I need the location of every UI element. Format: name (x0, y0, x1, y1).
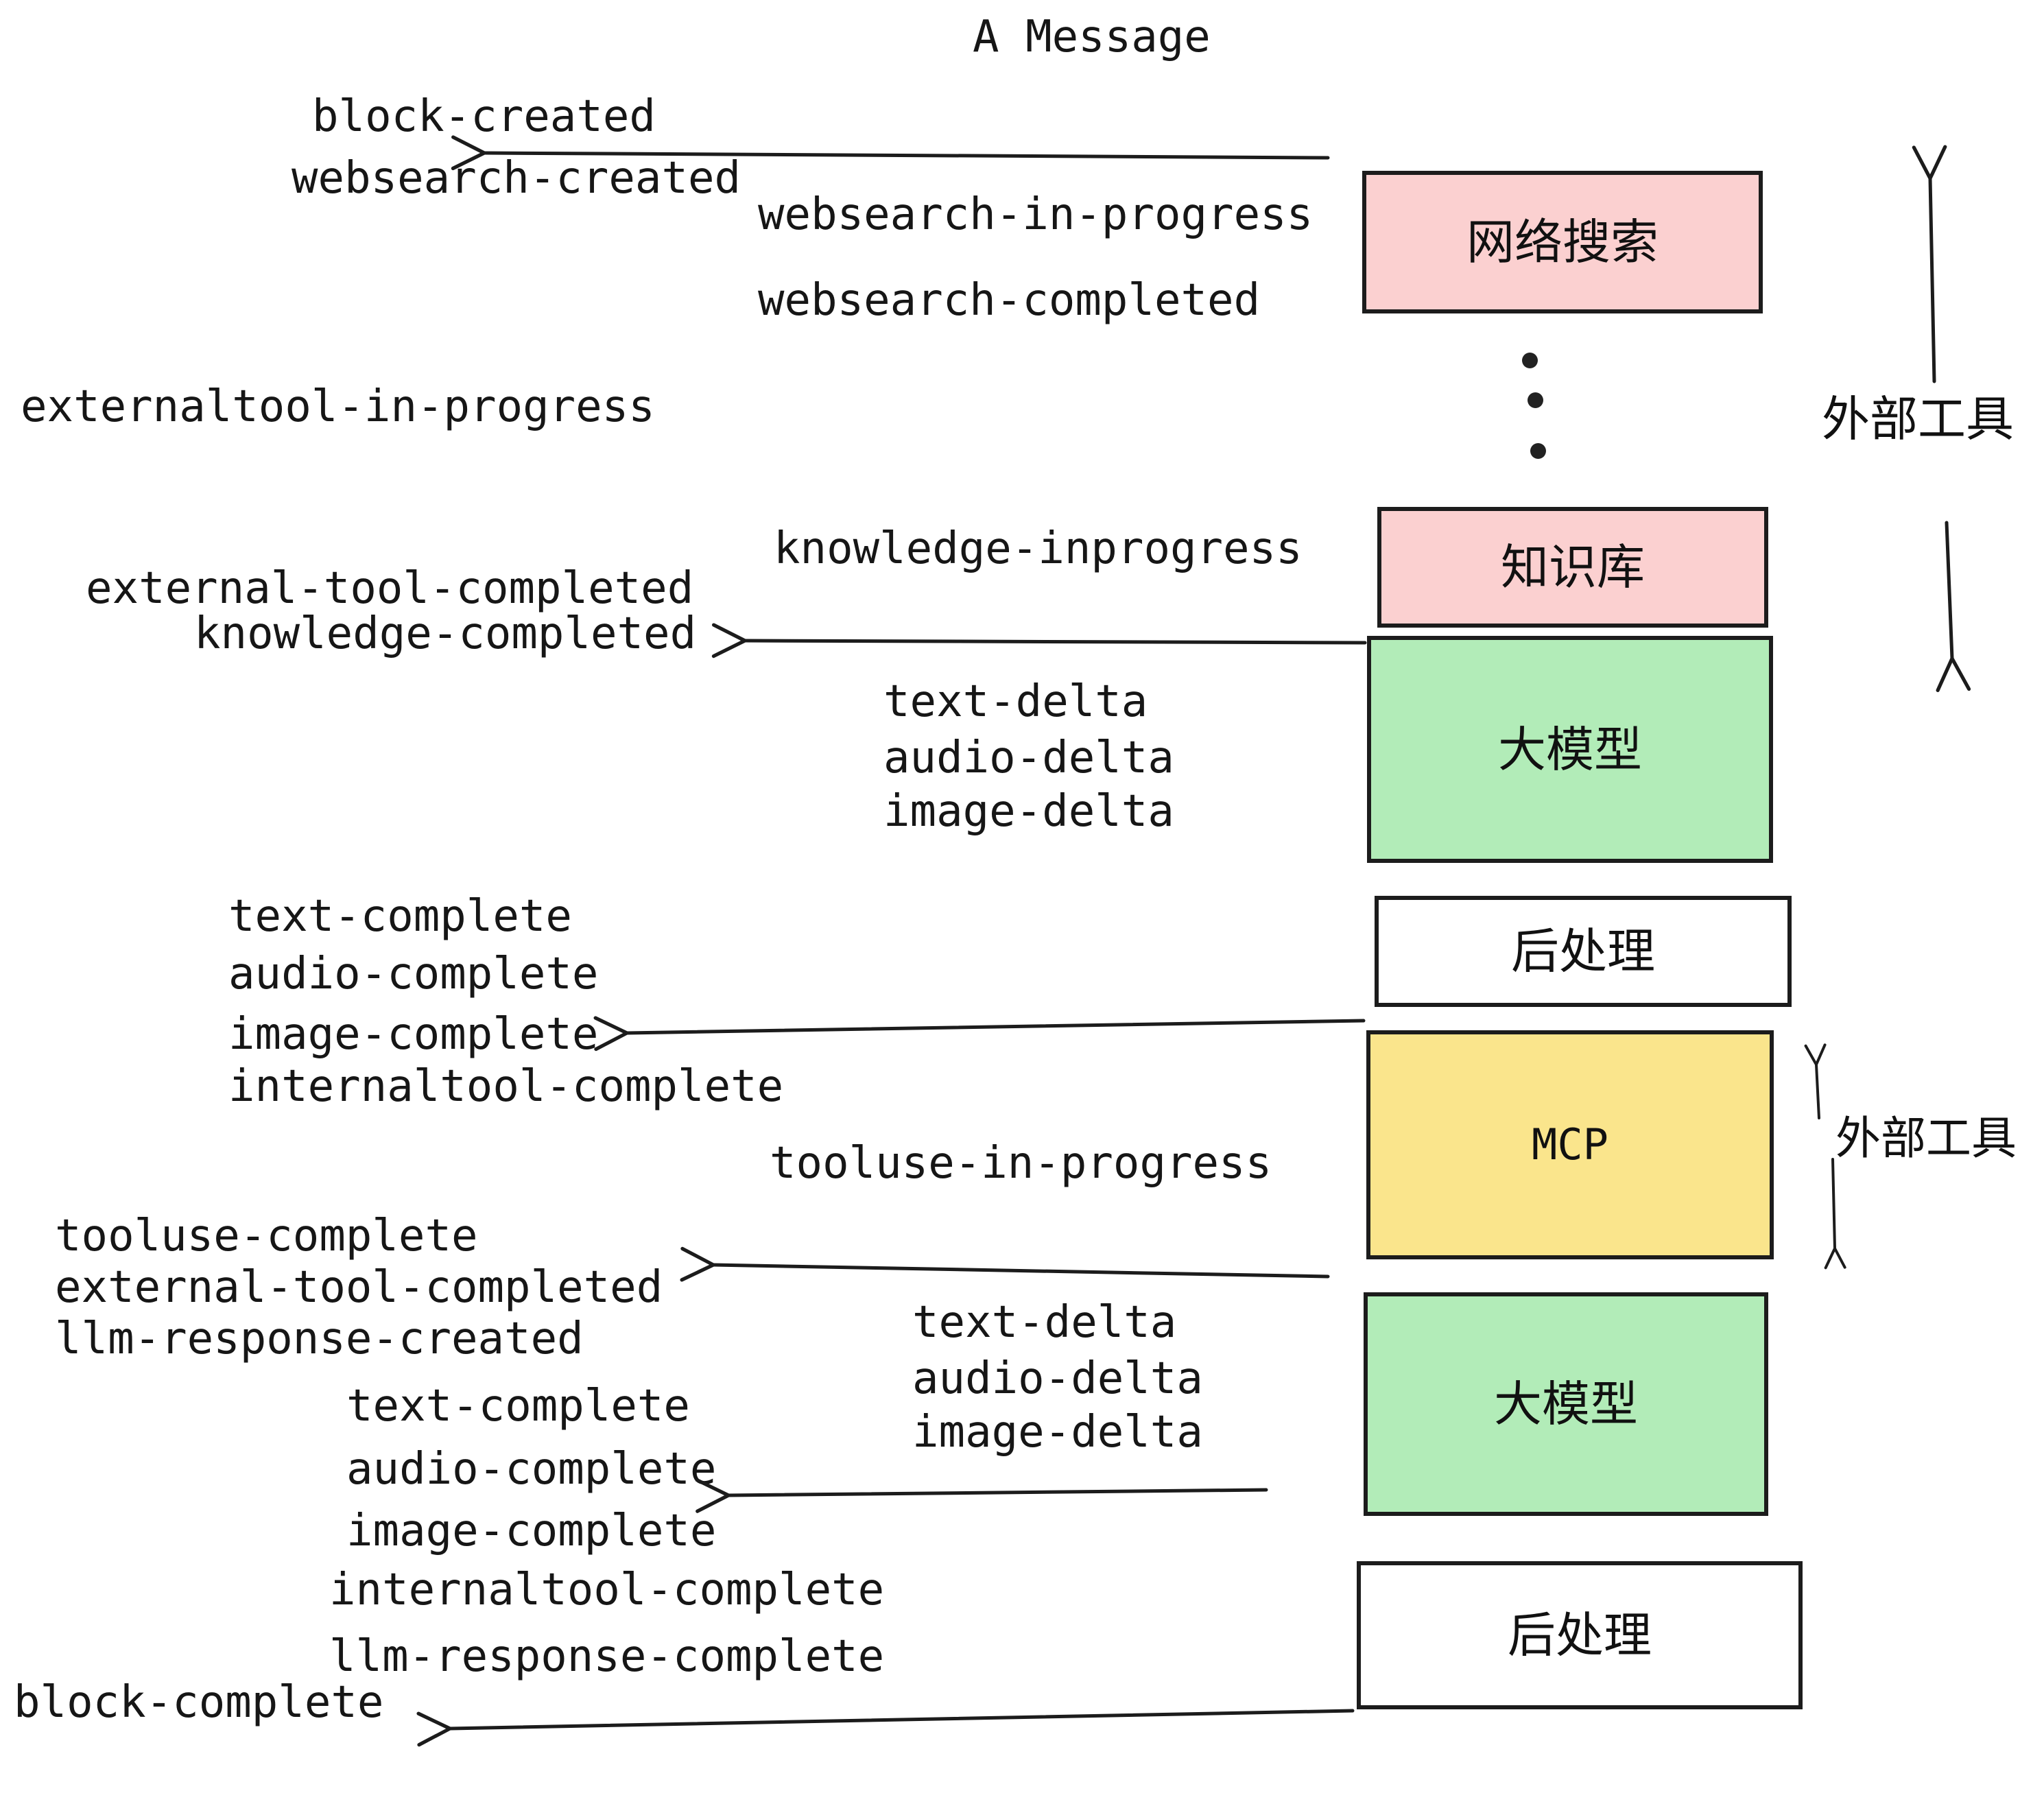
arrow-to-audio-complete (695, 1478, 1268, 1513)
event-websearch-created: websearch-created (292, 153, 741, 204)
event-image-complete-2: image-complete (346, 1506, 717, 1556)
event-internaltool-complete-1: internaltool-complete (228, 1061, 784, 1112)
event-text-delta-1: text-delta (883, 676, 1148, 727)
event-websearch-completed: websearch-completed (758, 275, 1261, 326)
box-mcp-label: MCP (1532, 1119, 1608, 1170)
event-block-complete: block-complete (14, 1677, 384, 1728)
box-websearch: 网络搜索 (1362, 171, 1763, 313)
ellipsis-dot (1528, 392, 1543, 408)
event-audio-complete-1: audio-complete (228, 949, 599, 999)
event-tooluse-in-progress: tooluse-in-progress (770, 1138, 1272, 1189)
event-external-tool-completed-2: external-tool-completed (55, 1262, 663, 1313)
box-knowledge: 知识库 (1377, 507, 1768, 628)
external-tools-arrow-down (1936, 521, 1971, 692)
event-llm-response-created: llm-response-created (55, 1314, 584, 1364)
arrow-to-knowledge-completed (711, 623, 1367, 658)
event-externaltool-in-progress: externaltool-in-progress (21, 381, 655, 432)
external-tools-arrow-up (1912, 145, 1947, 383)
event-block-created: block-created (312, 91, 656, 142)
mcp-external-tools-arrow-down (1824, 1158, 1846, 1270)
event-external-tool-completed-1: external-tool-completed (86, 563, 694, 614)
box-knowledge-label: 知识库 (1501, 541, 1645, 594)
arrow-to-image-complete (593, 1016, 1366, 1052)
event-audio-delta-1: audio-delta (883, 733, 1174, 783)
event-text-complete-1: text-complete (228, 891, 572, 942)
box-postprocess-1-label: 后处理 (1511, 925, 1655, 978)
event-knowledge-completed: knowledge-completed (194, 608, 697, 659)
box-websearch-label: 网络搜索 (1466, 215, 1659, 269)
event-image-delta-1: image-delta (883, 786, 1174, 837)
event-image-complete-1: image-complete (228, 1009, 599, 1060)
event-websearch-in-progress: websearch-in-progress (758, 189, 1314, 240)
event-internaltool-complete-2: internaltool-complete (329, 1565, 885, 1615)
ellipsis-dot (1522, 353, 1538, 368)
box-postprocess-2: 后处理 (1357, 1561, 1803, 1709)
event-knowledge-inprogress: knowledge-inprogress (774, 523, 1303, 574)
box-postprocess-2-label: 后处理 (1508, 1609, 1652, 1662)
mcp-external-tools-arrow-up (1804, 1043, 1827, 1119)
event-text-delta-2: text-delta (912, 1297, 1177, 1348)
event-audio-delta-2: audio-delta (912, 1353, 1203, 1404)
arrow-to-block-complete (416, 1709, 1355, 1747)
box-mcp: MCP (1366, 1030, 1774, 1259)
page-title: A Message (973, 12, 1211, 62)
box-postprocess-1: 后处理 (1375, 896, 1792, 1007)
box-llm-1-label: 大模型 (1498, 722, 1642, 776)
arrow-to-tooluse-complete (680, 1246, 1330, 1282)
event-llm-response-complete: llm-response-complete (329, 1631, 885, 1682)
box-llm-2: 大模型 (1364, 1292, 1768, 1516)
event-image-delta-2: image-delta (912, 1407, 1203, 1458)
event-audio-complete-2: audio-complete (346, 1444, 717, 1495)
box-llm-2-label: 大模型 (1494, 1377, 1638, 1431)
event-tooluse-complete: tooluse-complete (55, 1211, 478, 1261)
label-external-tools-mcp: 外部工具 (1835, 1113, 2017, 1163)
label-external-tools-top: 外部工具 (1822, 392, 2014, 446)
event-text-complete-2: text-complete (346, 1381, 690, 1432)
box-llm-1: 大模型 (1367, 636, 1773, 863)
ellipsis-dot (1530, 443, 1546, 459)
